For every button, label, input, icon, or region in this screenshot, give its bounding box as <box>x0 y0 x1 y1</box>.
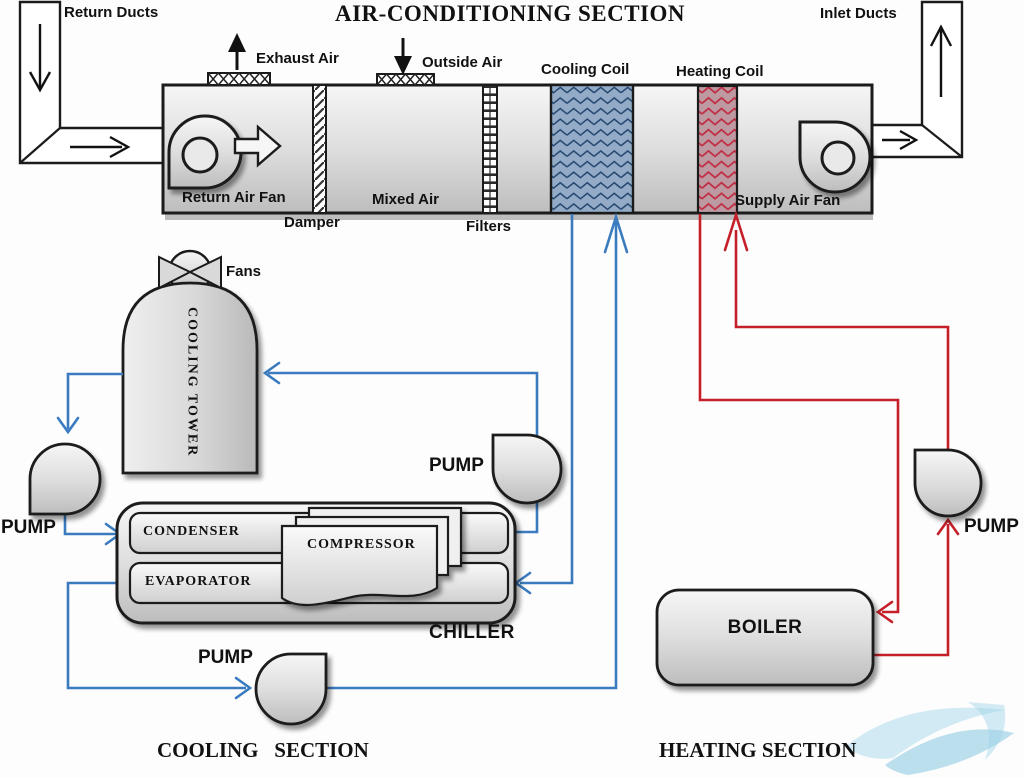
inlet-duct-right-arrow <box>882 129 919 151</box>
evaporator-label: EVAPORATOR <box>145 574 252 589</box>
page-title: AIR-CONDITIONING SECTION <box>334 1 686 26</box>
condenser-pump-symbol <box>28 442 102 516</box>
inlet-ducts-label: Inlet Ducts <box>820 5 897 22</box>
return-fan-flow-arrow <box>233 124 282 168</box>
damper-strip <box>312 84 327 214</box>
boiler-label: BOILER <box>727 617 803 638</box>
exhaust-vent <box>207 71 271 87</box>
filters-strip <box>482 84 498 214</box>
exhaust-air-label: Exhaust Air <box>256 50 339 67</box>
damper-label: Damper <box>284 214 340 231</box>
outside-air-vent <box>376 72 435 87</box>
return-duct <box>18 0 165 165</box>
pump-bottom-label: PUMP <box>198 647 253 668</box>
exhaust-air-arrow <box>228 33 246 70</box>
heating-section-label: HEATING SECTION <box>659 738 857 762</box>
heating-coil-label: Heating Coil <box>676 63 764 80</box>
return-ducts-label: Return Ducts <box>64 4 159 21</box>
outside-air-label: Outside Air <box>422 54 503 71</box>
heating-coil <box>696 84 739 215</box>
supply-air-fan-symbol <box>798 120 872 194</box>
chilled-pump-symbol <box>254 652 328 726</box>
return-air-fan-label: Return Air Fan <box>182 189 286 206</box>
chiller-label: CHILLER <box>429 622 515 643</box>
fans-label: Fans <box>226 263 262 280</box>
return-air-fan-symbol <box>167 114 243 190</box>
filters-label: Filters <box>466 218 512 235</box>
inlet-duct <box>870 0 964 159</box>
chiller-symbol <box>115 501 517 625</box>
condenser-label: CONDENSER <box>143 524 240 539</box>
return-duct-down-arrow <box>28 24 52 93</box>
compressor-label: COMPRESSOR <box>307 537 416 552</box>
air-handling-unit <box>161 33 874 220</box>
cooling-coil <box>549 83 635 215</box>
watermark-logo <box>845 702 1014 775</box>
outside-air-arrow <box>394 38 412 75</box>
compressor-stack <box>280 506 463 607</box>
pump-left-label: PUMP <box>1 517 56 538</box>
cooling-tower-label: COOLING TOWER <box>184 306 200 458</box>
tower-pump-symbol <box>491 433 563 505</box>
mixed-air-label: Mixed Air <box>372 191 439 208</box>
tower-fans-icon <box>158 255 222 290</box>
supply-air-fan-label: Supply Air Fan <box>735 192 841 209</box>
pump-right-label: PUMP <box>964 516 1019 537</box>
return-duct-right-arrow <box>70 135 131 159</box>
inlet-duct-up-arrow <box>929 24 953 97</box>
cooling-tower-symbol <box>121 249 259 475</box>
boiler-symbol <box>655 588 875 687</box>
hot-water-pipes <box>698 210 960 657</box>
pump-mid-label: PUMP <box>429 455 484 476</box>
hot-water-pump-symbol <box>913 448 983 518</box>
pump-symbols <box>28 433 983 726</box>
cooling-coil-label: Cooling Coil <box>541 61 630 78</box>
cooling-section-label: COOLING SECTION <box>157 738 369 762</box>
